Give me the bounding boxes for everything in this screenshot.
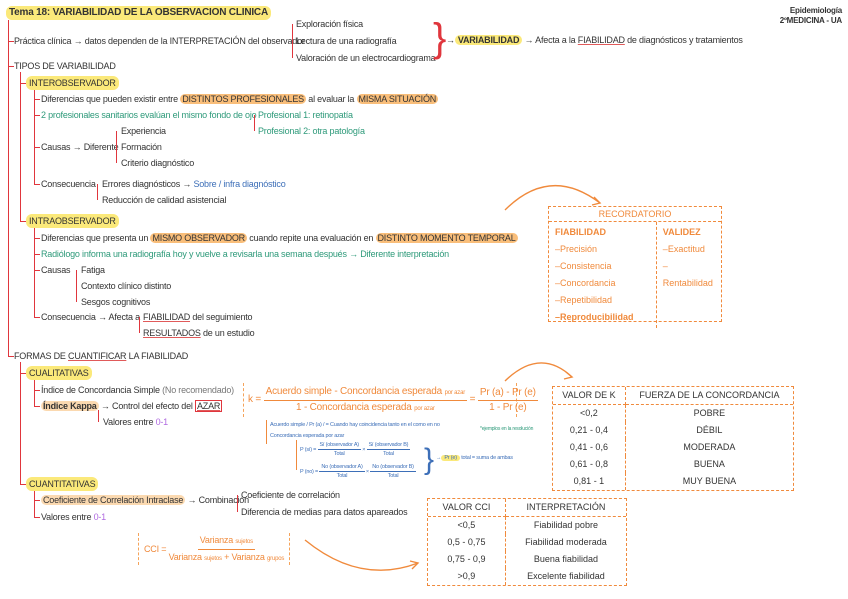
recordatorio-box: RECORDATORIO FIABILIDAD –Precisión –Cons… xyxy=(548,206,722,328)
cause-item: Fatiga xyxy=(81,265,105,275)
cualitativas-heading: CUALITATIVAS xyxy=(26,366,92,380)
intra-heading: INTRAOBSERVADOR xyxy=(26,214,119,228)
column-header: VALOR DE K xyxy=(553,387,626,405)
cci-formula-box xyxy=(138,533,290,565)
arrow-icon xyxy=(504,362,574,382)
example-item: Valoración de un electrocardiograma xyxy=(296,53,436,63)
affect-item: RESULTADOS de un estudio xyxy=(143,328,255,338)
intra-consecuencia: Consecuencia → Afecta a xyxy=(41,312,140,322)
fiabilidad-item: –Reproducibilidad xyxy=(555,312,634,322)
intra-definition: Diferencias que presenta un MISMO OBSERV… xyxy=(41,233,518,243)
cuantitativas-heading: CUANTITATIVAS xyxy=(26,477,99,491)
column-header: VALOR CCI xyxy=(428,499,506,517)
fiabilidad-item: –Repetibilidad xyxy=(555,295,613,305)
cause-item: Experiencia xyxy=(121,126,166,136)
inter-heading: INTEROBSERVADOR xyxy=(26,76,119,90)
arrow-icon xyxy=(504,184,602,211)
fiabilidad-header: FIABILIDAD xyxy=(555,227,606,237)
cause-item: Sesgos cognitivos xyxy=(81,297,151,307)
inter-example: 2 profesionales sanitarios evalúan el mi… xyxy=(41,110,257,120)
pr-e-total: →Pr (e) total = suma de ambas xyxy=(436,455,513,461)
tipos-heading: TIPOS DE VARIABILIDAD xyxy=(14,61,116,71)
arrow-icon xyxy=(304,539,420,571)
kappa-formula: k = Acuerdo simple - Concordancia espera… xyxy=(248,385,538,413)
formas-heading: FORMAS DE CUANTIFICAR LA FIABILIDAD xyxy=(14,351,189,361)
variabilidad-row: →VARIABILIDAD → Afecta a la FIABILIDAD d… xyxy=(446,35,743,45)
indice-kappa: Índice Kappa → Control del efecto del AZ… xyxy=(41,400,223,412)
inter-causas: Causas → Diferente xyxy=(41,142,119,152)
cause-item: Formación xyxy=(121,142,162,152)
p-si-formula: P (sí) = Sí (observador A)Total × Sí (ob… xyxy=(300,442,411,457)
example-result: Profesional 1: retinopatía xyxy=(258,110,353,120)
affect-item: FIABILIDAD del seguimiento xyxy=(143,312,253,322)
fiabilidad-item: –Concordancia xyxy=(555,278,616,288)
consequence-item: Errores diagnósticos → Sobre / infra dia… xyxy=(102,179,286,189)
p-no-formula: P (no) = No (observador A)Total × No (ob… xyxy=(300,464,416,479)
note: *ejemplos en la resolución xyxy=(480,426,534,432)
combination-item: Diferencia de medias para datos apareado… xyxy=(241,507,408,517)
indice-simple: Índice de Concordancia Simple (No recome… xyxy=(41,385,234,395)
page-title: Tema 18: VARIABILIDAD DE LA OBSERVACION … xyxy=(6,6,271,20)
column-header: INTERPRETACIÓN xyxy=(505,499,626,517)
fiabilidad-item: –Precisión xyxy=(555,244,598,254)
practica-row: Práctica clínica → datos dependen de la … xyxy=(14,36,305,46)
validez-header: VALIDEZ xyxy=(662,227,701,237)
cause-item: Contexto clínico distinto xyxy=(81,281,172,291)
course: 2ºMEDICINA - UA xyxy=(779,16,842,25)
inter-definition: Diferencias que pueden existir entre DIS… xyxy=(41,94,439,104)
inter-consecuencia: Consecuencia xyxy=(41,179,96,189)
intra-causas: Causas xyxy=(41,265,71,275)
intra-example: Radiólogo informa una radiografía hoy y … xyxy=(41,249,449,259)
column-header: FUERZA DE LA CONCORDANCIA xyxy=(625,387,793,405)
coeficiente-cci: Coeficiente de Correlación Intraclase → … xyxy=(41,495,249,505)
validez-item: –Exactitud xyxy=(662,244,705,254)
valores-cci: Valores entre 0-1 xyxy=(41,512,106,522)
validez-item: –Rentabilidad xyxy=(662,261,713,288)
example-item: Lectura de una radiografía xyxy=(296,36,397,46)
fiabilidad-item: –Consistencia xyxy=(555,261,612,271)
brace: } xyxy=(433,16,447,60)
recordatorio-title: RECORDATORIO xyxy=(549,207,721,222)
subject: Epidemiología xyxy=(789,6,842,15)
consequence-item: Reducción de calidad asistencial xyxy=(102,195,227,205)
brace: } xyxy=(424,443,434,476)
tree-line xyxy=(8,20,10,357)
cause-item: Criterio diagnóstico xyxy=(121,158,195,168)
example-result: Profesional 2: otra patología xyxy=(258,126,365,136)
example-item: Exploración física xyxy=(296,19,363,29)
combination-item: Coeficiente de correlación xyxy=(241,490,340,500)
acuerdo-simple: Acuerdo simple / Pr (a) / = Cuando hay c… xyxy=(270,422,440,428)
valores-kappa: Valores entre 0-1 xyxy=(103,417,168,427)
concordancia-esperada: Concordancia esperada por azar xyxy=(270,433,345,439)
